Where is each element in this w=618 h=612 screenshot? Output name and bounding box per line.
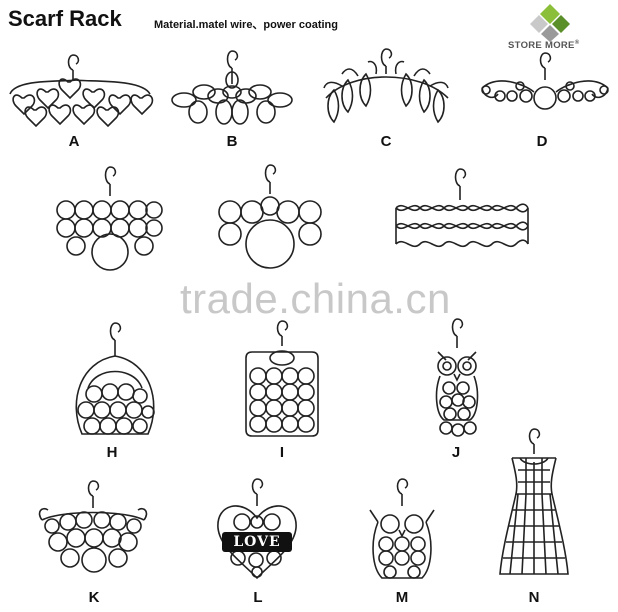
rack-m-owl [369,478,435,579]
four-diamond-logo-icon [530,4,570,42]
rack-d-beaded [481,52,609,110]
label-m: M [395,589,409,606]
watermark: trade.china.cn [180,275,451,322]
label-l: L [253,589,263,606]
label-n: N [528,589,540,606]
rack-i-panel [245,320,319,437]
label-i: I [279,444,285,461]
rack-n-dress [499,428,569,575]
rack-g-waves [395,168,529,248]
rack-b-flowers [171,50,293,125]
rack-j-owl [435,318,479,437]
rack-k-scallop [38,480,148,573]
material-note: Material.matel wire、power coating [154,19,338,31]
rack-c-leaves [323,48,449,124]
label-a: A [68,133,80,150]
rack-f-circles [218,164,322,269]
rack-e-circles [56,166,163,271]
label-d: D [536,133,548,150]
brand-name: STORE MORE® [508,40,580,52]
love-sign: LOVE [222,532,292,552]
label-j: J [451,444,461,461]
rack-l-heart [217,478,297,580]
rack-a-hearts [9,54,154,128]
label-h: H [106,444,118,461]
label-c: C [380,133,392,150]
page-title: Scarf Rack [8,6,122,31]
label-k: K [88,589,100,606]
label-b: B [226,133,238,150]
rack-h-bag [75,322,155,435]
